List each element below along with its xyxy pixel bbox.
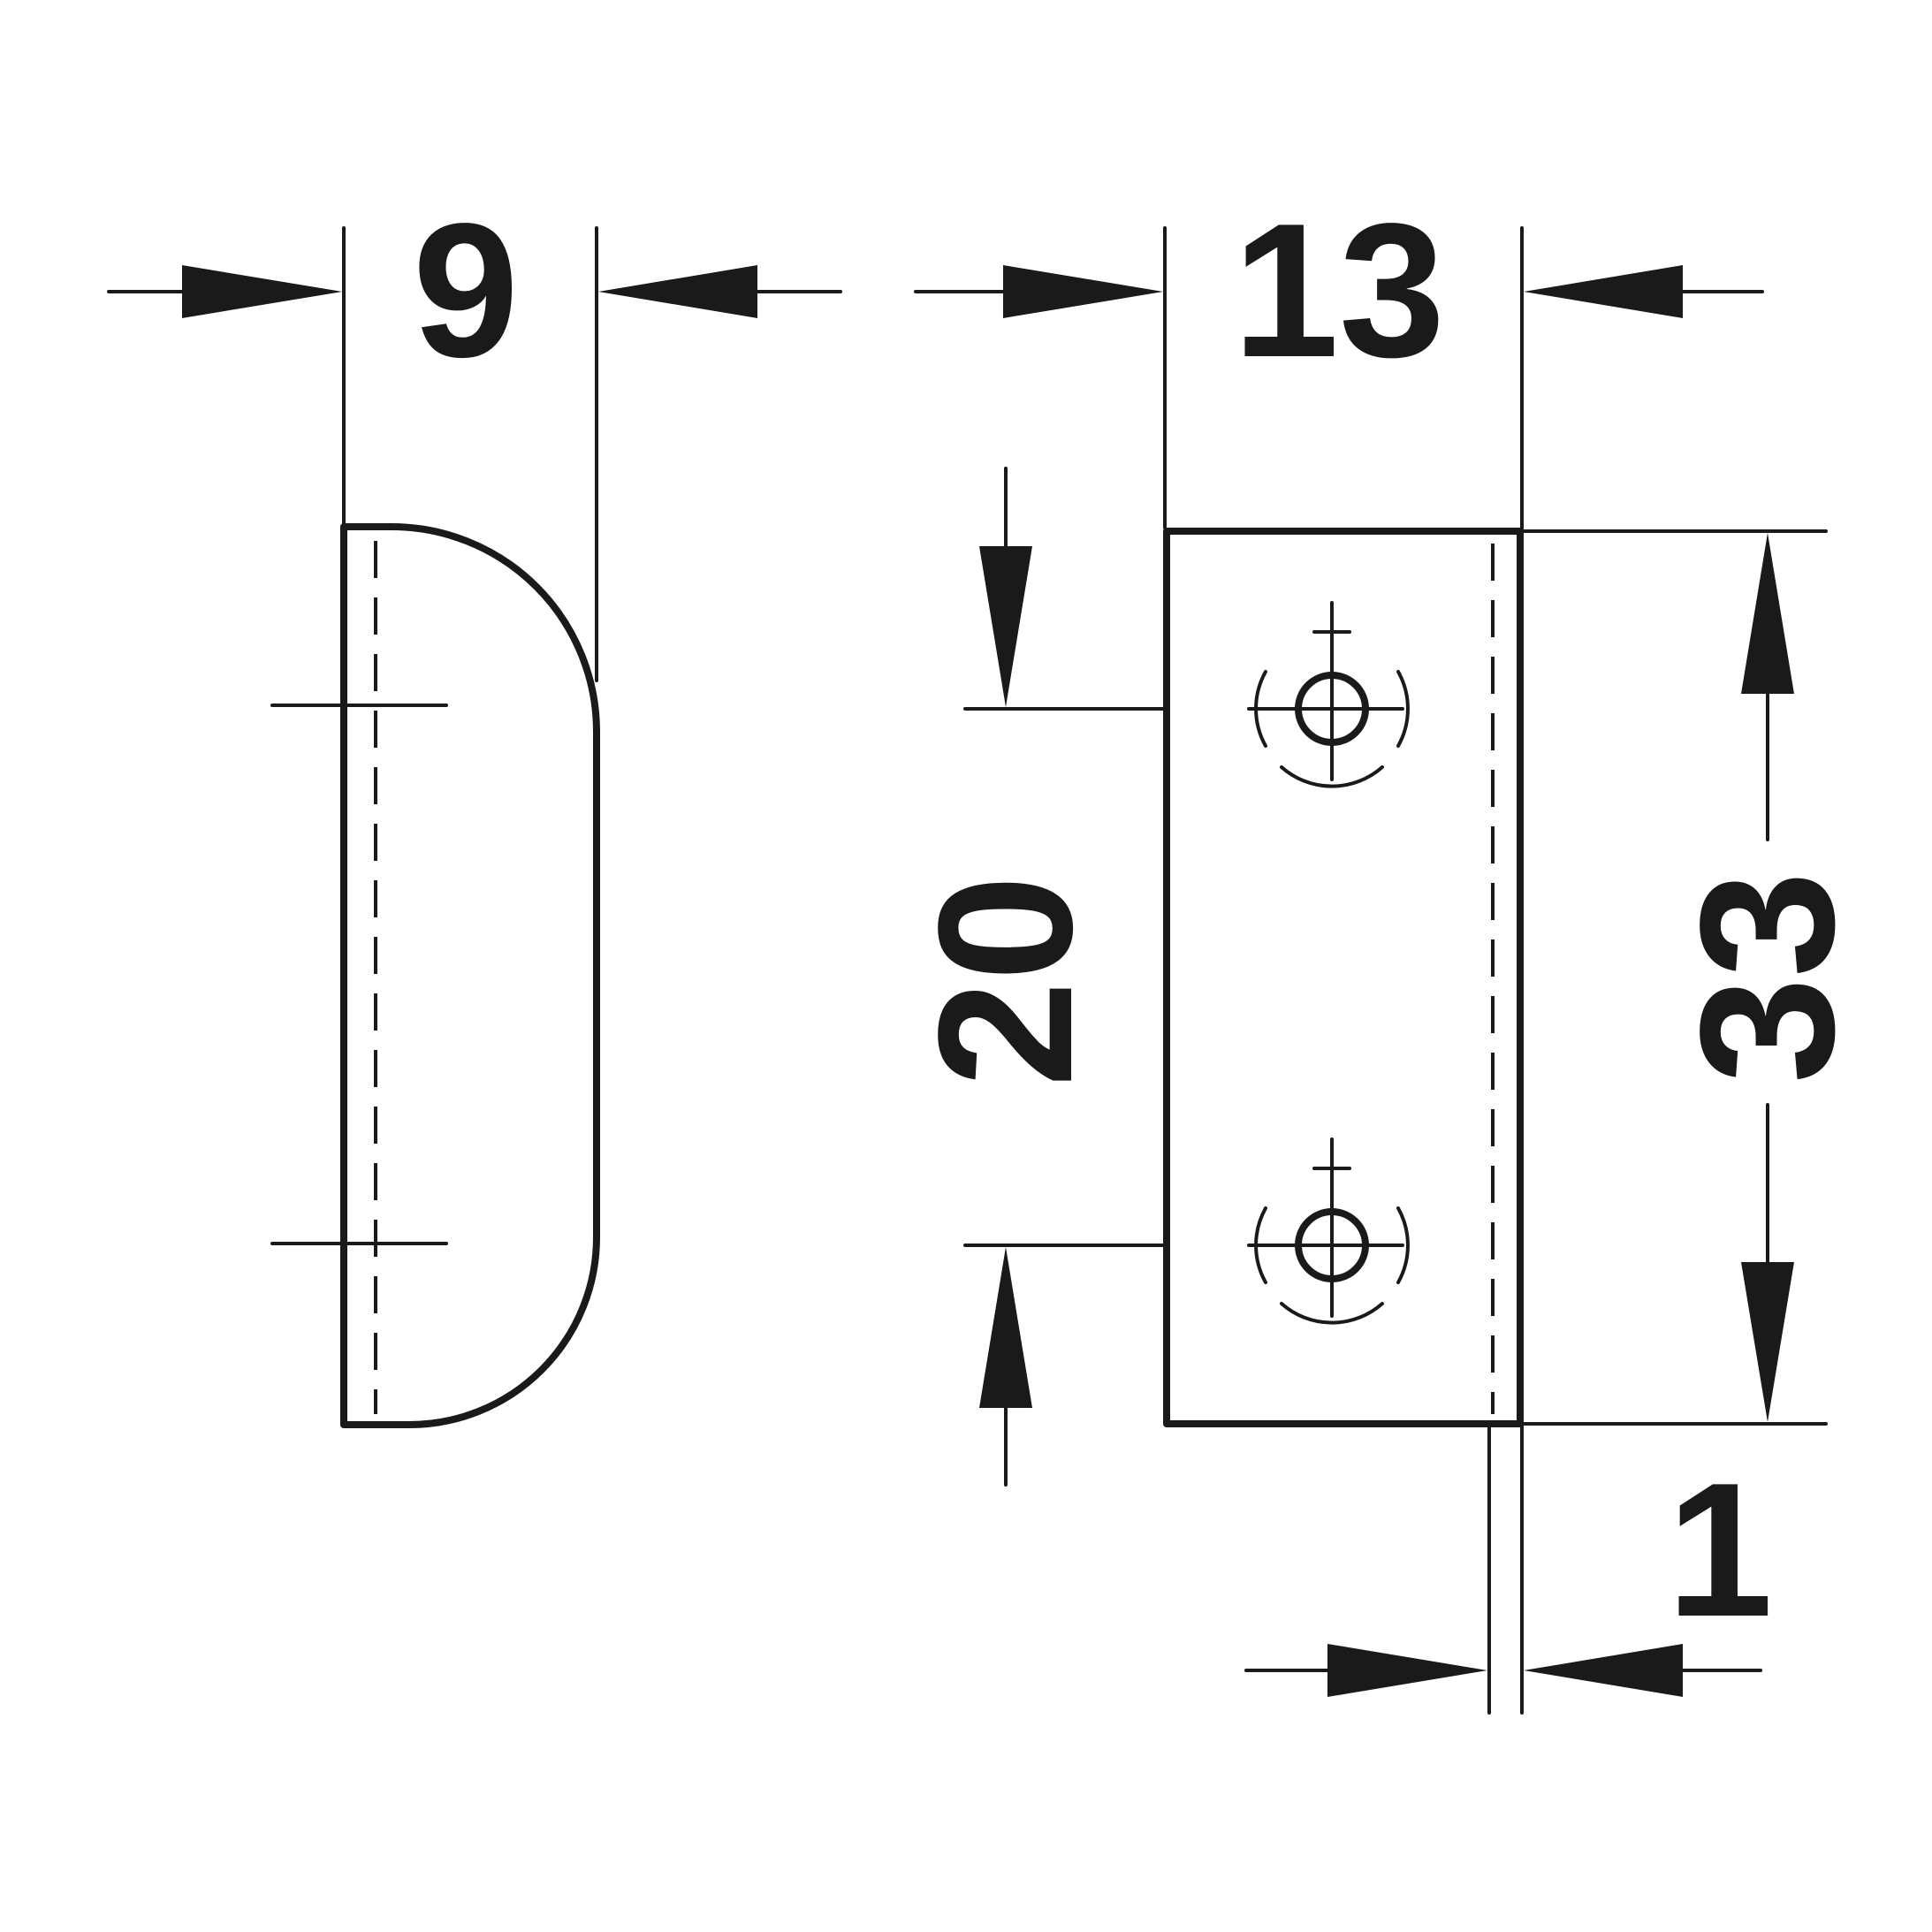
screw-hole-bottom-arc-right [1396, 1206, 1410, 1284]
screw-hole-bottom [1247, 1137, 1410, 1325]
screw-hole-bottom-arc-bottom [1280, 1302, 1384, 1325]
arrowhead-left [1524, 265, 1683, 318]
screw-hole-top-arc-left [1254, 670, 1267, 748]
dimension-label-20: 20 [898, 875, 1112, 1087]
screw-hole-top-arc-bottom [1280, 765, 1384, 788]
arrowhead-down [1741, 1262, 1794, 1422]
front-view-outline [1163, 528, 1524, 1427]
side-view-outline [340, 523, 600, 1428]
arrowhead-right [1003, 265, 1163, 318]
arrowhead-down [979, 546, 1032, 707]
arrowhead-up [979, 1247, 1032, 1408]
dimension-1: 1 [1244, 1422, 1773, 1715]
dimension-label-13: 13 [1233, 183, 1445, 397]
dimension-9: 9 [107, 183, 842, 682]
dimension-label-33: 33 [1660, 871, 1874, 1084]
arrowhead-right [1327, 1644, 1487, 1697]
arrowhead-right [182, 265, 342, 318]
front-view [1163, 528, 1524, 1427]
dimension-13: 13 [914, 183, 1764, 574]
dimension-label-1: 1 [1667, 1442, 1773, 1656]
screw-hole-top-arc-right [1396, 670, 1410, 748]
arrowhead-left [598, 265, 757, 318]
dimension-33: 33 [1520, 529, 1874, 1426]
screw-hole-top [1247, 601, 1410, 788]
arrowhead-up [1741, 533, 1794, 694]
dimension-20: 20 [898, 467, 1167, 1487]
arrowhead-left [1524, 1644, 1683, 1697]
side-view [270, 523, 600, 1428]
screw-hole-bottom-arc-left [1254, 1206, 1267, 1284]
dimension-label-9: 9 [413, 183, 519, 397]
